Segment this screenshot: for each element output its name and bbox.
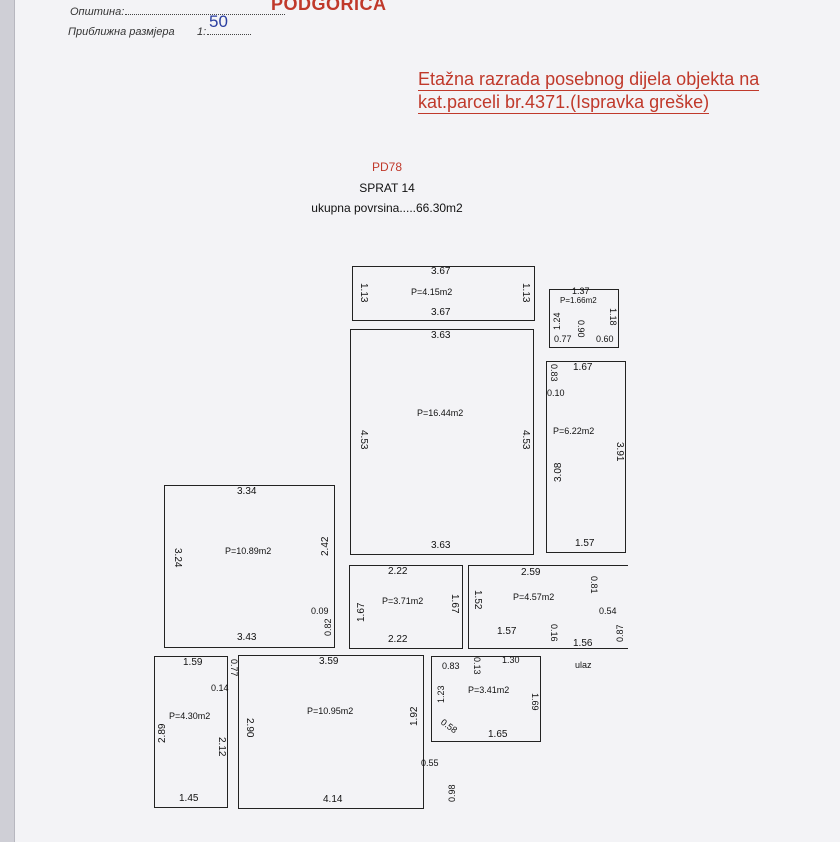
- room-7-step-dim: 0.54: [599, 606, 617, 616]
- room-10: 0.83 0.13 1.30 P=3.41m2 1.23 0.58 1.69 1…: [431, 655, 541, 742]
- room-8-right-dim: 2.12: [216, 737, 227, 757]
- room-4-bottom-dim: 1.57: [575, 538, 595, 549]
- title-line-2: kat.parceli br.4371.(Ispravka greške): [418, 92, 710, 114]
- unit-code: PD78: [371, 160, 403, 174]
- room-9-step-v-dim: 0.98: [447, 784, 457, 802]
- room-1-area: P=4.15m2: [411, 287, 453, 297]
- document-title: Etažna razrada posebnog dijela objekta n…: [418, 68, 760, 114]
- room-6: 2.22 P=3.71m2 1.67 1.67 2.22: [349, 565, 463, 649]
- room-7-top-dim: 2.59: [521, 567, 541, 578]
- room-7-bottom-dim-1: 1.57: [497, 626, 517, 637]
- room-5-bottom-dim: 3.43: [237, 632, 257, 643]
- room-5-area: P=10.89m2: [225, 546, 272, 556]
- room-6-top-dim: 2.22: [388, 566, 408, 577]
- room-10-diag-dim: 0.58: [439, 716, 460, 736]
- room-2-right-dim: 1.18: [608, 308, 618, 326]
- entry-label: ulaz: [575, 660, 592, 670]
- room-1: 3.67 P=4.15m2 3.67 1.13 1.13: [352, 266, 535, 321]
- room-10-left-dim: 1.23: [436, 685, 446, 703]
- total-area: ukupna povrsina.....66.30m2: [311, 201, 463, 215]
- room-3-top-dim: 3.63: [431, 330, 451, 341]
- opstina-dots: [125, 4, 285, 15]
- room-3-area: P=16.44m2: [417, 408, 464, 418]
- room-7-right-dim: 0.87: [615, 624, 625, 642]
- room-6-left-dim: 1.67: [356, 602, 367, 622]
- room-10-right-dim: 1.69: [530, 693, 540, 711]
- room-4-notch-v-dim: 0.83: [549, 364, 559, 382]
- room-4: 1.67 0.83 0.10 P=6.22m2 3.08 3.91 1.57: [546, 361, 626, 553]
- room-7-left-dim: 1.52: [472, 590, 483, 610]
- room-8-h1-dim: 0.14: [211, 683, 229, 693]
- scale-label: Приближна размјера: [68, 26, 175, 38]
- room-3-right-dim: 4.53: [520, 430, 531, 450]
- room-7-notch-dim: 0.16: [549, 624, 559, 642]
- page-edge-mark: [0, 388, 10, 428]
- room-7: 2.59 0.81 P=4.57m2 1.52 0.54 0.87 1.57 0…: [468, 565, 628, 649]
- floor-label: SPRAT 14: [359, 181, 415, 195]
- room-10-top2-dim: 1.30: [502, 655, 520, 665]
- room-5-top-dim: 3.34: [237, 486, 257, 497]
- room-9-area: P=10.95m2: [307, 706, 354, 716]
- room-8-top-dim: 1.59: [183, 657, 203, 668]
- room-1-top-dim: 3.67: [431, 266, 451, 277]
- room-4-left-dim: 3.08: [553, 462, 564, 482]
- title-line-1: Etažna razrada posebnog dijela objekta n…: [418, 69, 760, 91]
- room-9-left-dim: 2.90: [244, 718, 255, 738]
- document-sheet: Општина: PODGORICA Приближна размјера 1:…: [14, 0, 840, 842]
- scale-prefix: 1:: [197, 26, 207, 38]
- room-8: 1.59 0.77 0.14 P=4.30m2 2.89 2.12 1.45: [154, 656, 239, 808]
- room-10-area: P=3.41m2: [468, 685, 510, 695]
- room-2-bottom-dim-1: 0.77: [554, 334, 572, 344]
- room-8-bottom-dim: 1.45: [179, 793, 199, 804]
- room-4-area: P=6.22m2: [553, 426, 595, 436]
- room-10-v-dim: 0.13: [472, 657, 482, 675]
- room-7-bottom-dim-2: 1.56: [573, 638, 593, 649]
- scale-dots: [207, 24, 251, 35]
- city-name: PODGORICA: [271, 0, 387, 14]
- room-9-bottom-dim: 4.14: [323, 794, 343, 805]
- room-5: 3.34 P=10.89m2 3.24 2.42 0.09 0.82 3.43: [164, 485, 335, 648]
- room-2-top-dim: 1.37: [572, 286, 590, 296]
- room-5-left-dim: 3.24: [172, 548, 183, 568]
- room-6-right-dim: 1.67: [449, 594, 460, 614]
- room-2-bottom-dim-2: 0.60: [596, 334, 614, 344]
- room-5-right-dim: 2.42: [320, 536, 331, 556]
- room-2-inner-dim: 0.90: [576, 320, 586, 338]
- room-9-step-dim: 0.55: [421, 758, 439, 768]
- room-6-area: P=3.71m2: [382, 596, 424, 606]
- room-8-left-dim: 2.89: [157, 723, 168, 743]
- room-4-right-dim: 3.91: [614, 442, 625, 462]
- room-10-top1-dim: 0.83: [442, 661, 460, 671]
- room-5-step-v-dim: 0.82: [323, 618, 333, 636]
- room-1-bottom-dim: 3.67: [431, 307, 451, 318]
- room-7-area: P=4.57m2: [513, 592, 555, 602]
- room-3: 3.63 P=16.44m2 3.63 4.53 4.53: [350, 329, 534, 555]
- room-10-bottom-dim: 1.65: [488, 729, 508, 740]
- scale-value: 50: [209, 12, 228, 31]
- room-6-bottom-dim: 2.22: [388, 634, 408, 645]
- room-9-right-dim: 1.92: [409, 706, 420, 726]
- room-9-top-dim: 3.59: [319, 656, 339, 667]
- room-4-notch-h-dim: 0.10: [547, 388, 565, 398]
- room-2-left-dim: 1.24: [552, 312, 562, 330]
- room-2-area: P=1.66m2: [560, 296, 597, 305]
- room-4-top-dim: 1.67: [573, 362, 593, 373]
- room-3-bottom-dim: 3.63: [431, 540, 451, 551]
- room-5-step-dim: 0.09: [311, 606, 329, 616]
- room-8-area: P=4.30m2: [169, 711, 211, 721]
- room-9: 3.59 P=10.95m2 2.90 1.92 0.55 0.98 4.14: [238, 655, 457, 809]
- room-7-top-right-dim: 0.81: [589, 576, 599, 594]
- room-1-left-dim: 1.13: [358, 283, 369, 303]
- opstina-label: Општина:: [70, 6, 125, 18]
- room-1-right-dim: 1.13: [520, 283, 531, 303]
- room-2: 1.37 P=1.66m2 1.24 1.18 0.90 0.77 0.60: [549, 286, 619, 348]
- room-3-left-dim: 4.53: [358, 430, 369, 450]
